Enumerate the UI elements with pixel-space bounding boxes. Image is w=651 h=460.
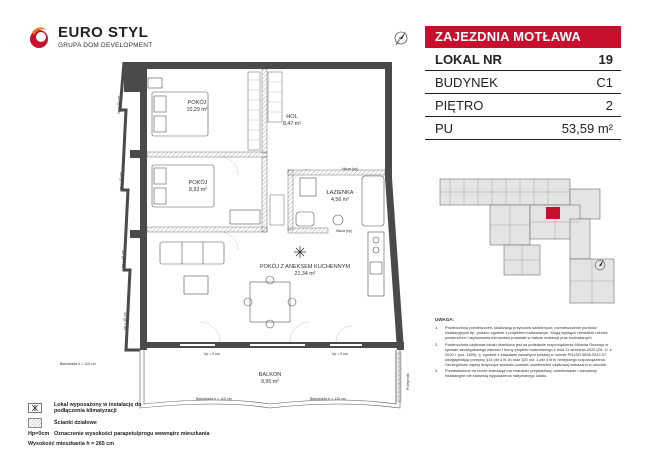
info-row-lokal: LOKAL NR 19 [425, 48, 621, 71]
legend-text: Ścianki działowe [54, 419, 97, 426]
note-item: 3. Przedstawiona na rzucie aranżacja ma … [435, 368, 615, 378]
room-balkon: BALKON 9,95 m² [259, 372, 282, 385]
euro-styl-logo: EURO STYL GRUPA DOM DEVELOPMENT [28, 24, 158, 54]
room-area: 4,56 m² [331, 197, 349, 203]
info-row-budynek: BUDYNEK C1 [425, 71, 621, 94]
floor-plan-drawing [118, 61, 404, 409]
nisza-label: Nisza (hp) [336, 229, 353, 233]
room-name: HOL [286, 114, 298, 120]
note-number: 1. [435, 325, 439, 330]
legend-item-height: Wysokość mieszkania h = 265 cm [28, 441, 114, 447]
info-label: PU [435, 120, 454, 136]
przegroda-label: Przegroda [406, 373, 410, 390]
hp-side-label: hp = 45 cm [117, 96, 121, 114]
hp-side-label: hp = 45 cm [123, 312, 127, 330]
info-label: LOKAL NR [435, 51, 502, 67]
info-row-pu: PU 53,59 m² [425, 117, 621, 140]
room-pokoj-1: POKÓJ 10,29 m² [187, 100, 208, 113]
room-area: 8,47 m² [283, 121, 301, 127]
room-area: 21,34 m² [294, 271, 316, 277]
legend-item-partition: Ścianki działowe [28, 418, 97, 428]
note-number: 2. [435, 341, 439, 347]
apartment-location-marker [546, 207, 560, 219]
hp-label: hp = 0 cm [204, 352, 220, 356]
room-area: 8,93 m² [189, 187, 207, 193]
info-value: 53,59 m² [561, 120, 613, 136]
room-pokoj-2: POKÓJ 8,93 m² [189, 180, 208, 193]
room-hol: HOL 8,47 m² [283, 114, 301, 127]
hp-label: hp = 0 cm [332, 352, 348, 356]
balustrada-label: Balustrada h = 110 cm [196, 397, 232, 401]
logo-subtitle: GRUPA DOM DEVELOPMENT [58, 42, 153, 49]
compass-north-icon [394, 31, 408, 46]
room-kitchen-living: POKÓJ Z ANEKSEM KUCHENNYM 21,34 m² [260, 264, 350, 277]
info-value: 2 [605, 97, 613, 113]
legend-text: Lokal wyposażony w instalację do podłącz… [54, 402, 142, 415]
legend-item-threshold: Hp=0cm Oznaczenie wysokości parapetu/pro… [28, 431, 209, 437]
euro-styl-logo-icon [30, 27, 48, 48]
note-text: Powierzchnia użytkowa lokalu określona j… [445, 341, 612, 367]
balustrada-label: Balustrada h = 110 cm [310, 397, 346, 401]
info-value: 19 [598, 51, 613, 67]
room-area: 10,29 m² [186, 107, 208, 113]
logo-title: EURO STYL [58, 24, 149, 41]
room-name: POKÓJ [188, 180, 208, 186]
legend-text: Wysokość mieszkania h = 265 cm [28, 441, 115, 447]
floor-plan: POKÓJ 10,29 m² HOL 8,47 m² POKÓJ 8,93 m²… [60, 50, 420, 425]
room-area: 9,95 m² [261, 379, 279, 385]
info-label: PIĘTRO [435, 97, 484, 113]
room-lazienka: ŁAZIENKA 4,56 m² [326, 190, 353, 203]
legend-symbol-text: Hp=0cm [28, 431, 50, 437]
note-number: 3. [435, 368, 439, 373]
building-key-plan [439, 178, 615, 304]
room-name: BALKON [258, 372, 282, 378]
note-item: 1. Powierzchnię pomieszczeń, lokalizację… [435, 325, 615, 340]
note-text: Przedstawiona na rzucie aranżacja ma cha… [445, 368, 597, 378]
ac-legend-icon [28, 403, 42, 414]
partition-hatch-icon [28, 418, 42, 428]
notes-title: UWAGA: [435, 317, 455, 322]
legend-item-ac: Lokal wyposażony w instalację do podłącz… [28, 402, 164, 415]
note-text: Powierzchnię pomieszczeń, lokalizację pr… [445, 325, 608, 340]
info-value: C1 [596, 74, 613, 90]
info-row-pietro: PIĘTRO 2 [425, 94, 621, 117]
project-title: ZAJEZDNIA MOTŁAWA [425, 26, 621, 48]
nisza-label: Nisza (hp) [342, 167, 359, 171]
hp-side-label: hp = 45 cm [121, 250, 125, 268]
keyplan-compass-icon [594, 259, 606, 271]
room-name: POKÓJ Z ANEKSEM KUCHENNYM [259, 264, 351, 270]
ac-installation-icon [294, 246, 306, 258]
room-name: POKÓJ [187, 100, 207, 106]
hp-side-label: hp = 45 cm [119, 172, 123, 190]
info-label: BUDYNEK [435, 74, 498, 90]
legend-text: Oznaczenie wysokości parapetu/progu wewn… [54, 431, 210, 437]
notes-block: UWAGA: 1. Powierzchnię pomieszczeń, loka… [435, 317, 615, 380]
balustrada-label: Balustrada h = 110 cm [60, 362, 96, 366]
apartment-info-panel: ZAJEZDNIA MOTŁAWA LOKAL NR 19 BUDYNEK C1… [425, 26, 621, 140]
note-item: 2. Powierzchnia użytkowa lokalu określon… [435, 342, 615, 367]
room-name: ŁAZIENKA [326, 190, 354, 196]
